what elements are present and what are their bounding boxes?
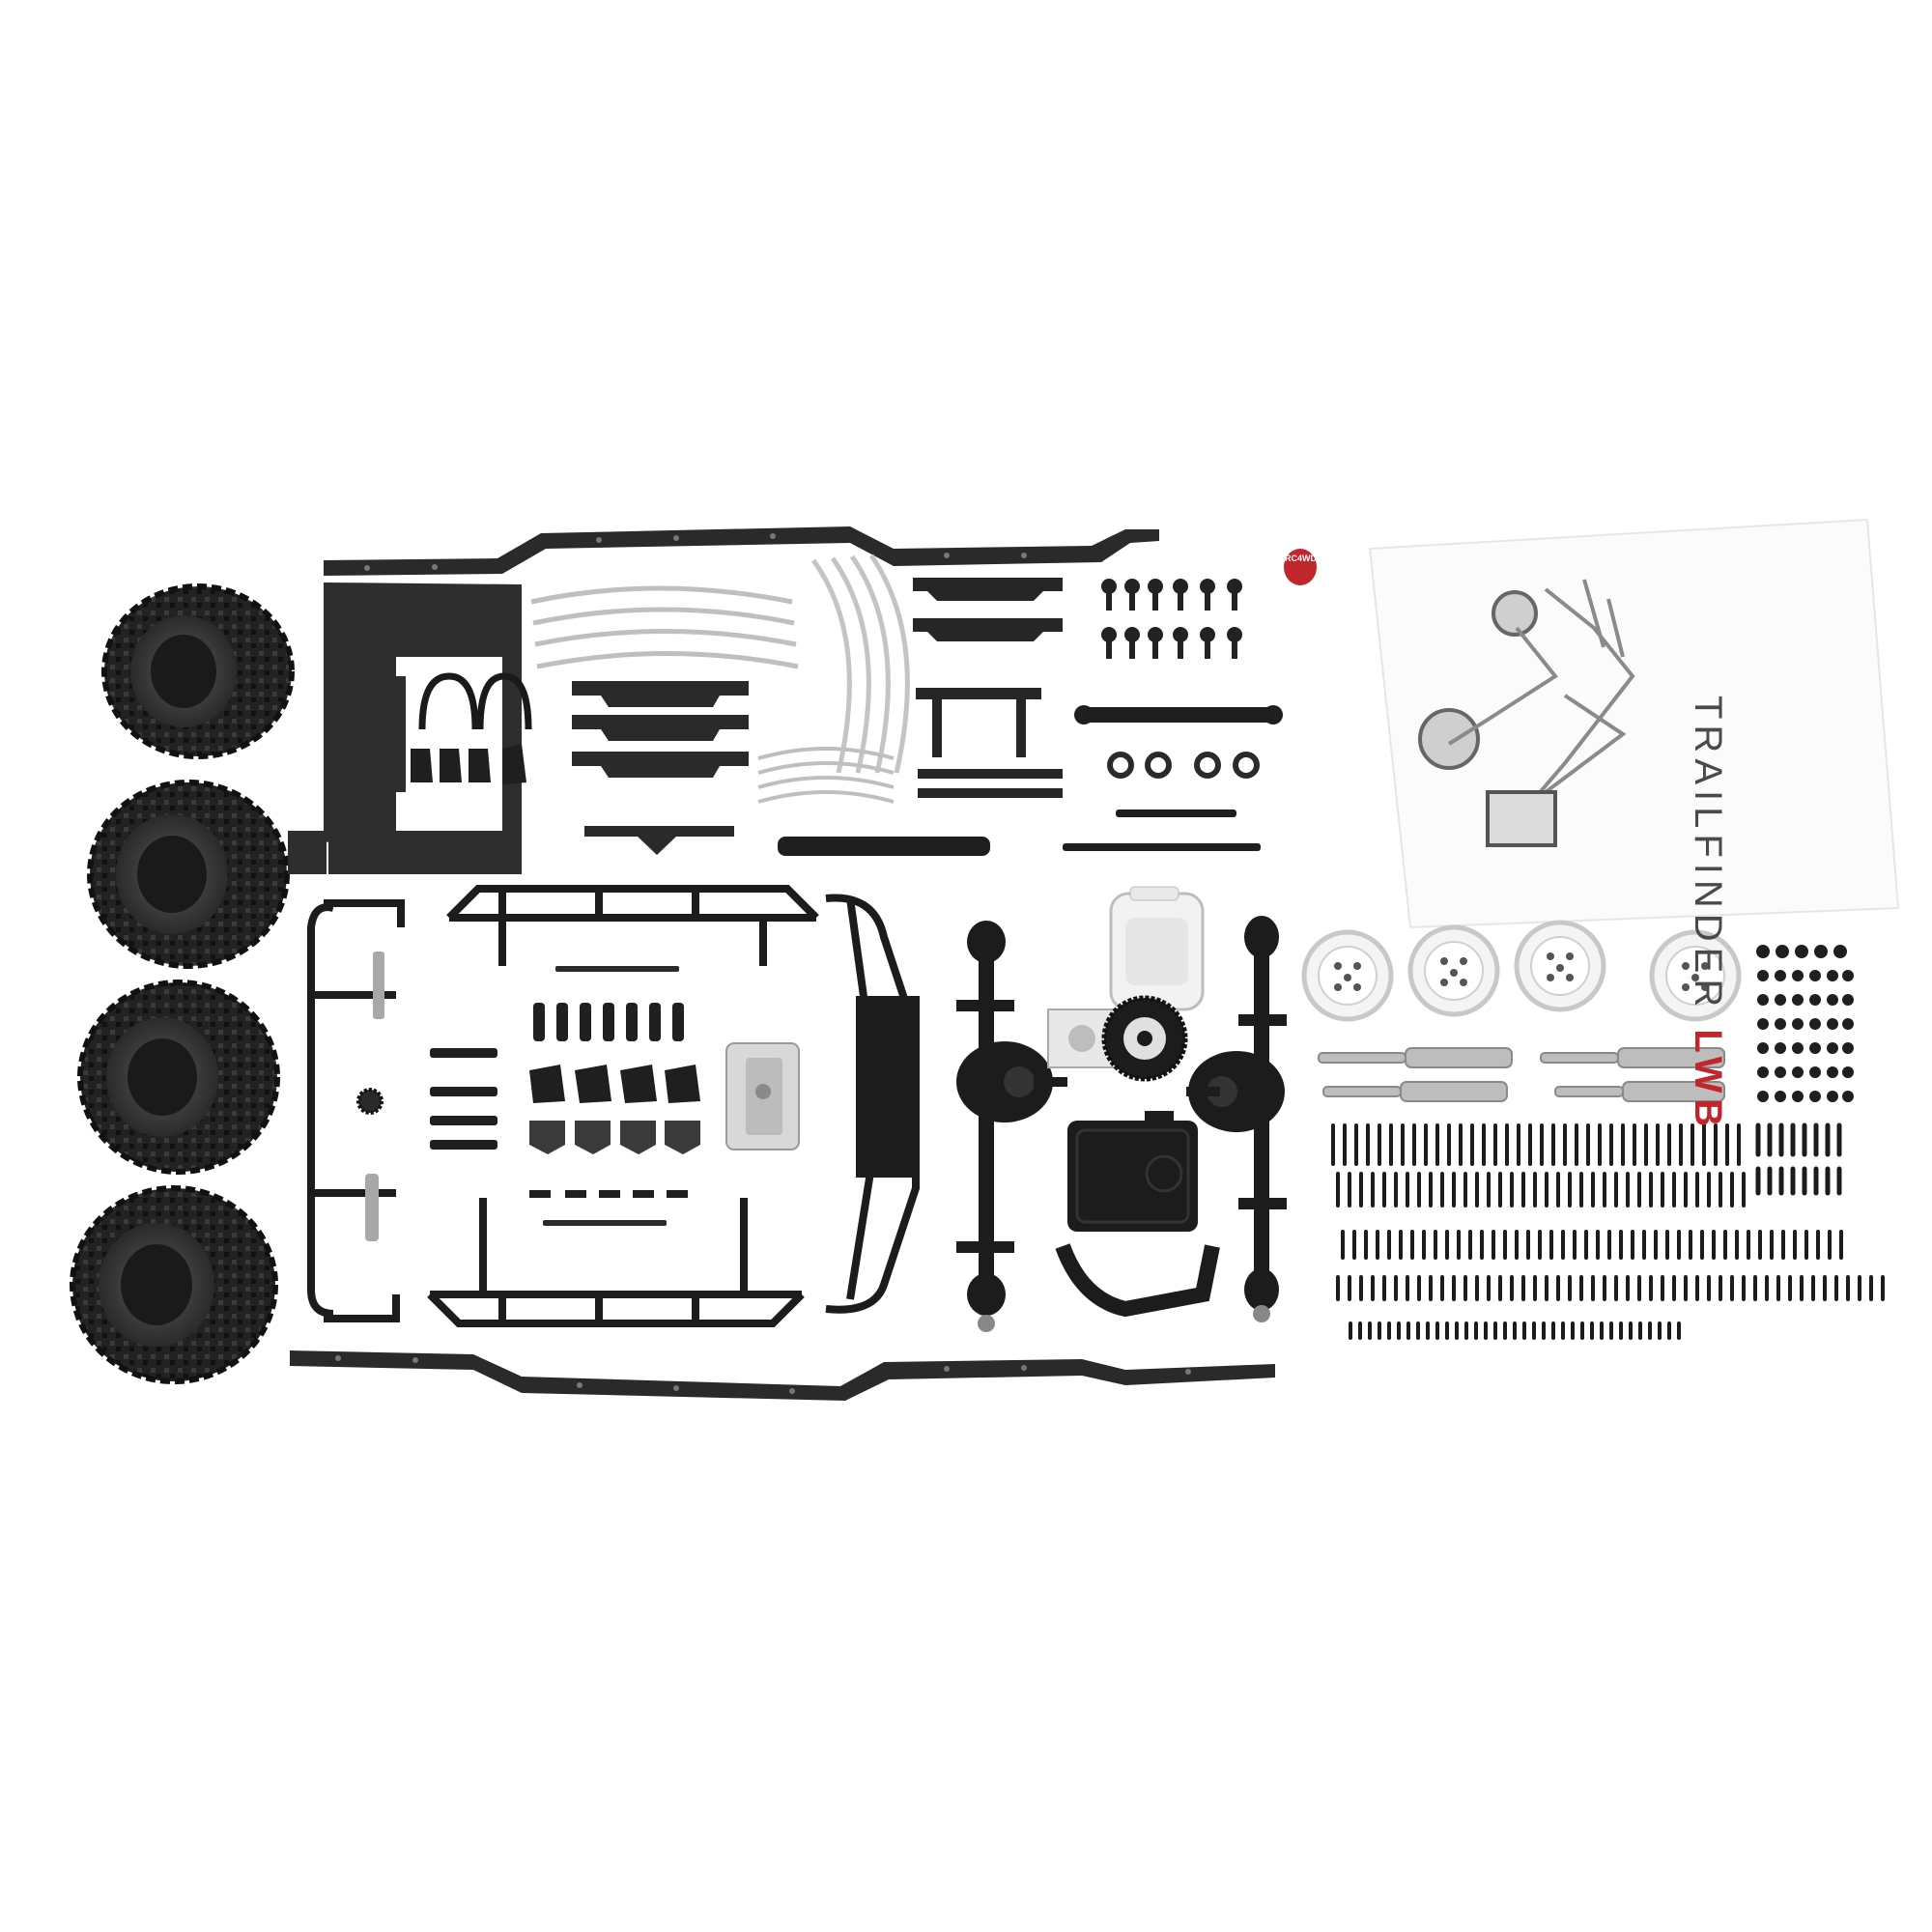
tire-2 <box>87 780 290 969</box>
shackle-plates <box>529 1065 700 1103</box>
mount-brackets <box>529 1121 700 1154</box>
leaf-springs-left <box>530 585 799 669</box>
rock-slider-top <box>446 885 819 966</box>
leaf-springs-curved <box>810 554 910 774</box>
frame-rail-bottom <box>290 1350 1275 1401</box>
manual-chassis-image <box>1418 579 1635 847</box>
links <box>1063 810 1261 851</box>
logo-sticker <box>1284 549 1317 585</box>
bushings <box>1107 752 1260 779</box>
tire-1 <box>101 583 295 759</box>
manual-title: TRAILFINDER LWB <box>1686 696 1729 1132</box>
battery-tray <box>1055 1243 1220 1318</box>
nuts-column <box>1756 945 1854 1102</box>
front-bumper-cage <box>307 899 405 1322</box>
wheel-2 <box>1407 924 1500 1017</box>
screws-row-1 <box>1331 1123 1741 1166</box>
threaded-rods <box>543 966 679 1226</box>
wheel-3 <box>1514 920 1606 1012</box>
screws-cluster-right <box>1755 1122 1842 1196</box>
pinion-gear <box>356 1088 384 1115</box>
front-axle <box>956 921 1067 1332</box>
hanger-set <box>533 1003 684 1041</box>
spur-gear <box>1101 995 1188 1082</box>
shocks <box>1318 1047 1725 1102</box>
cross-members-mid <box>572 681 749 855</box>
electronics-box <box>1067 1111 1198 1232</box>
wheel-4 <box>1649 929 1742 1022</box>
floor-plate <box>288 582 522 874</box>
frame-rail-top <box>324 526 1159 576</box>
small-spacers <box>529 1190 688 1198</box>
screws-row-2 <box>1336 1172 1746 1208</box>
manual-title-accent: LWB <box>1687 1029 1729 1133</box>
rock-slider-bottom <box>427 1198 805 1327</box>
leaf-springs-short <box>757 747 895 804</box>
transmission <box>725 1042 800 1151</box>
manual-title-main: TRAILFINDER <box>1687 696 1729 1013</box>
gear-cover <box>1109 886 1205 1011</box>
shock-hoops <box>418 672 532 730</box>
tire-4 <box>70 1185 278 1384</box>
crossmember-set <box>913 578 1063 798</box>
logo-text: RC4WD <box>1285 554 1317 563</box>
screws-row-4 <box>1336 1275 1885 1301</box>
wheel-1 <box>1301 929 1394 1022</box>
bolts-short <box>430 1048 497 1150</box>
rear-cage <box>825 894 920 1314</box>
tire-3 <box>77 980 280 1175</box>
screws-row-5 <box>1349 1321 1681 1340</box>
brackets-small <box>411 744 526 784</box>
driveshaft-bottom <box>778 837 990 856</box>
rear-axle <box>1186 916 1287 1322</box>
rod-ends <box>1101 579 1242 659</box>
driveshaft-top <box>1074 705 1283 724</box>
screws-row-3 <box>1341 1230 1843 1260</box>
steel-posts <box>365 952 384 1241</box>
